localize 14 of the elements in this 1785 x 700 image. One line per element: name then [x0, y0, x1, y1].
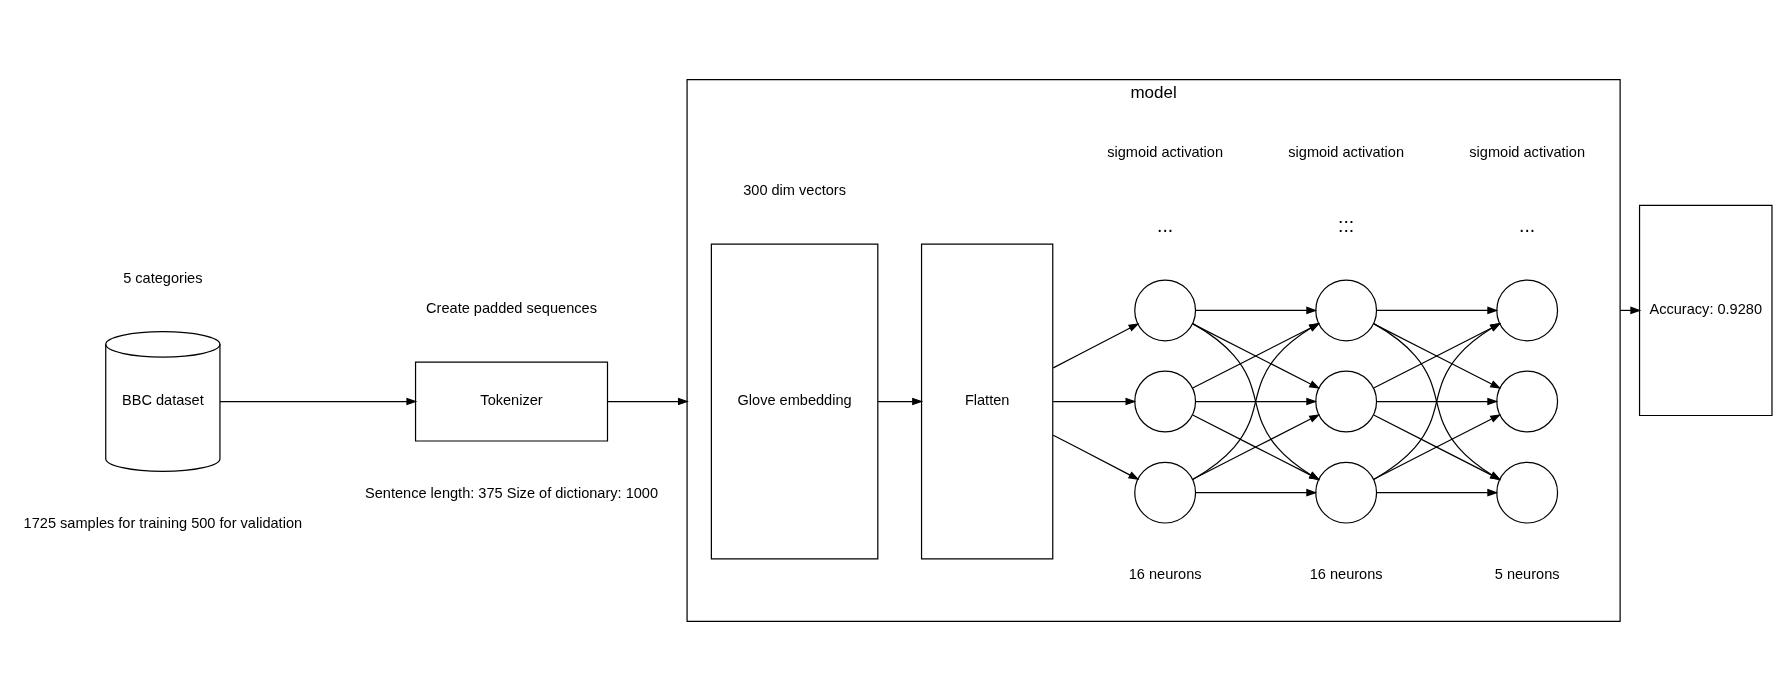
label: ... [1518, 213, 1535, 236]
node-label: 300 dim vectors [742, 181, 846, 198]
node-label: 1725 samples for training 500 for validation [23, 514, 302, 531]
node-label: Create padded sequences [425, 299, 597, 316]
label: sigmoid activation [1468, 143, 1585, 160]
label: ::: [1337, 213, 1354, 236]
label: 16 neurons [1128, 565, 1202, 582]
label: sigmoid activation [1287, 143, 1404, 160]
label: ... [1156, 213, 1173, 236]
node-label: 5 categories [122, 269, 203, 286]
label: 16 neurons [1309, 565, 1383, 582]
node-label: Sentence length: 375 Size of dictionary: 1000 [364, 484, 658, 501]
label: 5 neurons [1494, 565, 1560, 582]
label: sigmoid activation [1106, 143, 1223, 160]
